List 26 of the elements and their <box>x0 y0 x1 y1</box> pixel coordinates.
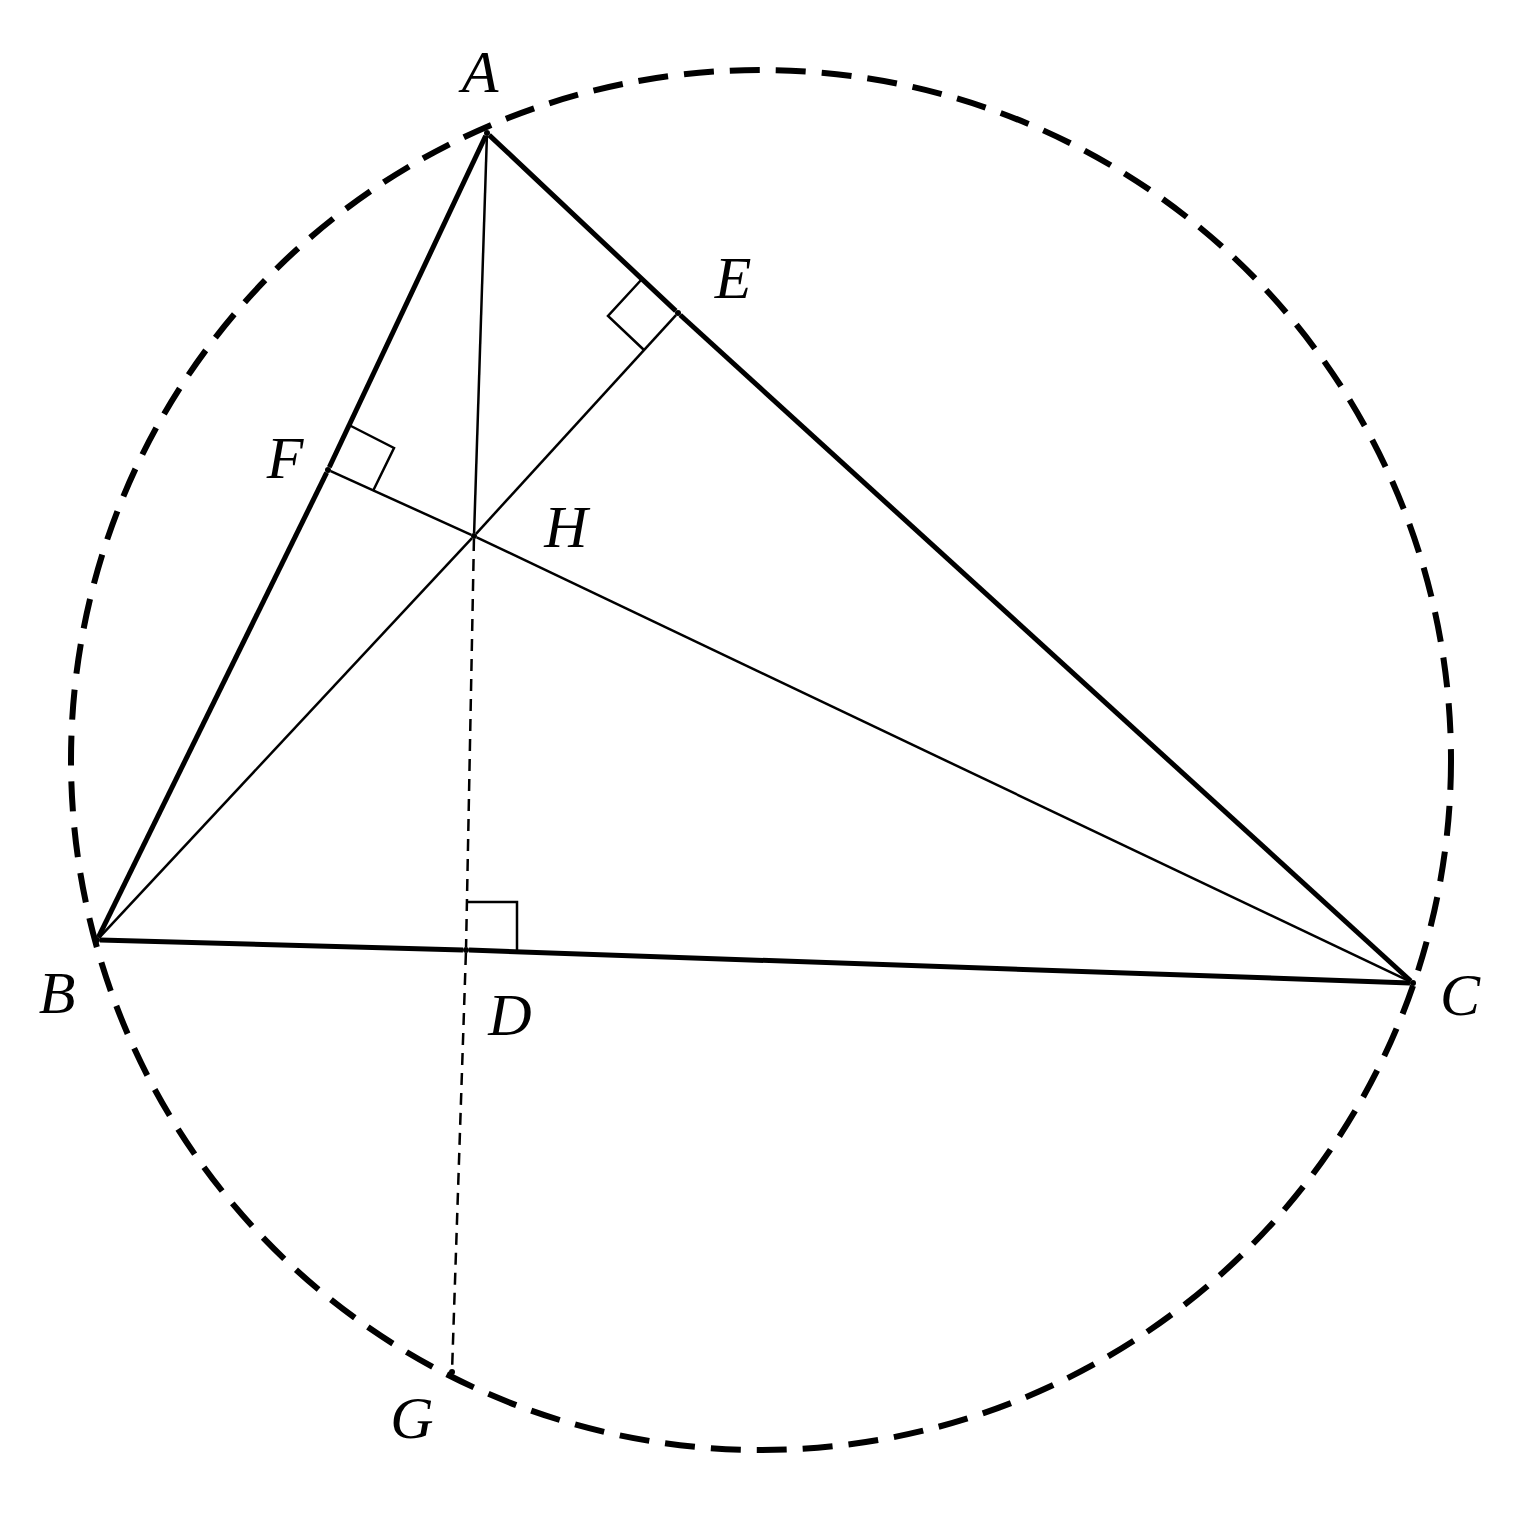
line-segment <box>96 471 329 939</box>
line-segment <box>678 313 1413 983</box>
line-segment <box>468 947 1411 986</box>
point-label: G <box>390 1388 434 1448</box>
vertex-point <box>471 533 477 539</box>
vertex-point <box>325 467 331 473</box>
vertex-point <box>94 937 100 943</box>
point-label: E <box>714 248 752 308</box>
line-segment <box>99 937 464 953</box>
point-label: F <box>266 428 304 488</box>
point-label: D <box>488 985 532 1045</box>
vertex-point <box>463 947 469 953</box>
line-segment <box>330 470 472 536</box>
line-segment <box>98 537 473 939</box>
line-segment <box>487 133 678 313</box>
vertex-point <box>675 310 681 316</box>
line-segment <box>327 134 488 469</box>
point-label: C <box>1440 965 1480 1025</box>
vertex-point <box>449 1369 455 1375</box>
line-segment <box>476 536 1411 983</box>
point-label: B <box>38 963 76 1023</box>
dashed-line <box>464 538 476 948</box>
line-segment <box>475 314 677 535</box>
vertex-point <box>1410 980 1416 986</box>
vertex-point <box>484 130 490 136</box>
line-segment <box>472 135 489 534</box>
